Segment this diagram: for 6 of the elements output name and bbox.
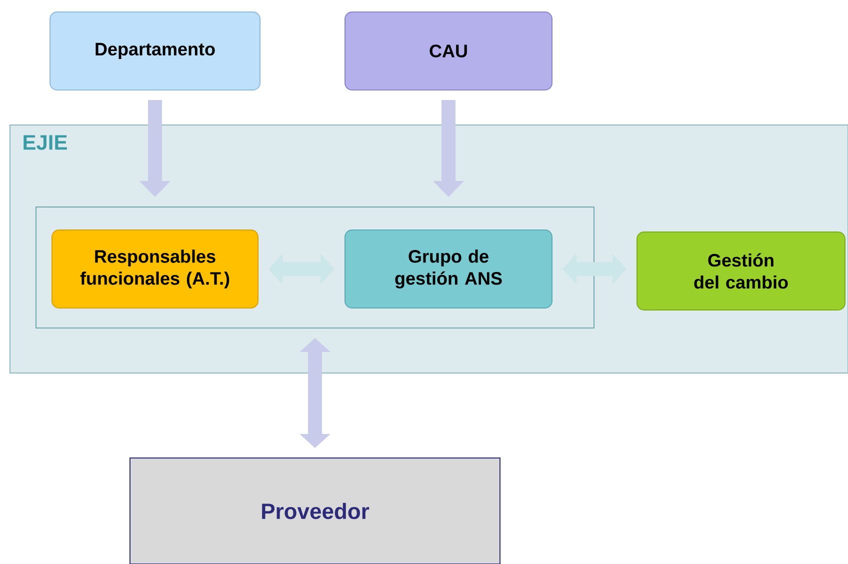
process-box: Responsables funcionales (A.T.): [52, 230, 258, 308]
process-box: Departamento: [50, 12, 260, 90]
process-box: Proveedor: [130, 458, 500, 564]
process-box: Grupo de gestión ANS: [344, 230, 552, 308]
process-box: Gestión del cambio: [636, 232, 846, 310]
process-box: CAU: [344, 12, 552, 90]
